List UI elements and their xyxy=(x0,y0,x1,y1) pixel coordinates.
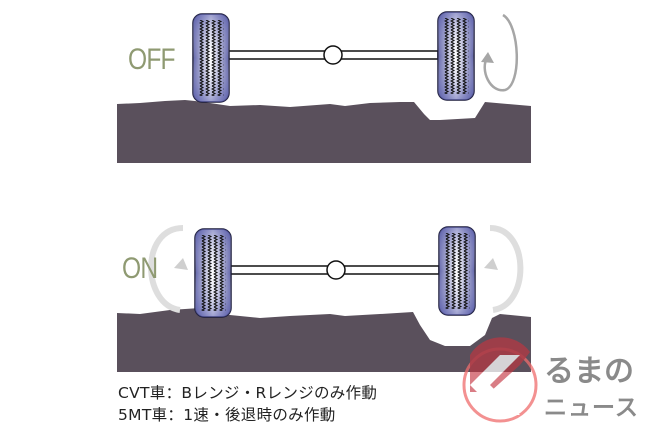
logo-text-line2: ニュース xyxy=(544,395,639,421)
tire-left-off xyxy=(192,13,230,103)
tire-right-on xyxy=(438,226,476,316)
logo-mark xyxy=(462,337,538,423)
rotation-arrow-left-icon xyxy=(148,225,188,313)
rotation-arrow-icon xyxy=(481,13,518,92)
state-label-off: OFF xyxy=(128,43,176,76)
caption-cvt: CVT車：Bレンジ・Rレンジのみ作動 xyxy=(118,384,378,402)
differential-on xyxy=(326,260,346,280)
ground-off xyxy=(117,100,531,163)
differential-off xyxy=(323,45,343,65)
rotation-arrow-right-icon xyxy=(484,225,524,313)
caption-5mt: 5MT車：1速・後退時のみ作動 xyxy=(118,406,336,424)
ground-on xyxy=(117,308,531,372)
tire-right-off xyxy=(437,11,475,101)
logo-text-line1: るまの xyxy=(544,354,634,389)
panel-on xyxy=(117,225,531,372)
tire-left-on xyxy=(194,228,232,318)
state-label-on: ON xyxy=(122,252,158,285)
panel-off xyxy=(117,11,531,163)
